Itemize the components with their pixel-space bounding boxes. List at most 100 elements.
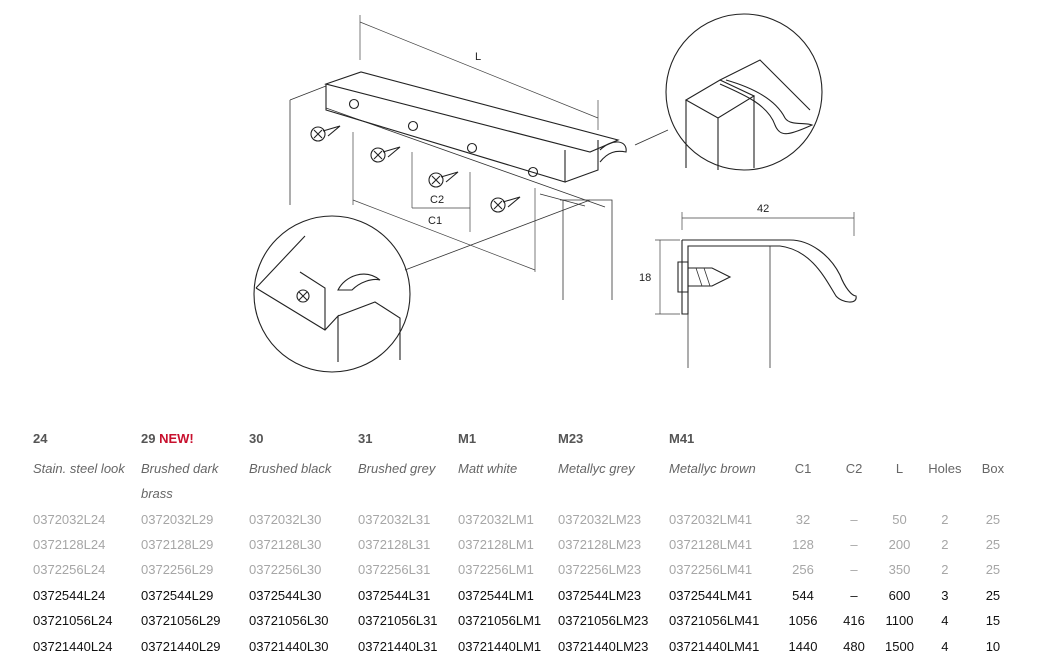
- article-code: 0372544L24: [33, 587, 106, 603]
- article-code: 0372544LM1: [458, 587, 534, 603]
- article-code: 0372256LM23: [558, 562, 642, 578]
- article-code: 0372032LM1: [458, 511, 534, 527]
- detail-view-left: [253, 199, 591, 373]
- section-view: 42 18: [639, 203, 857, 368]
- column-header-c1: C1: [794, 461, 812, 477]
- article-code: 03721056L31: [358, 613, 438, 629]
- cell-holes: 4: [941, 613, 949, 629]
- label-L: L: [475, 51, 481, 63]
- article-code: 0372256LM41: [669, 562, 753, 578]
- article-code: 0372032L24: [33, 511, 106, 527]
- article-code: 0372256LM1: [458, 562, 534, 578]
- article-code: 03721440L29: [141, 638, 221, 654]
- article-code: 0372544L30: [249, 587, 322, 603]
- mounting-hole: [527, 166, 539, 178]
- finish-name: Brushed black: [249, 461, 332, 477]
- column-header-c2: C2: [845, 461, 863, 477]
- finish-name: Brushed dark brass: [141, 461, 219, 502]
- finish-number-new: 29 NEW!: [141, 431, 194, 447]
- dimension-C1-C2: C2 C1: [352, 132, 536, 272]
- article-code: 03721440L31: [358, 638, 438, 654]
- table-row: 03721440L24 03721440L29 03721440L30 0372144…: [26, 633, 1017, 658]
- finish-number: 31: [358, 431, 373, 447]
- cell-c2: 416: [843, 613, 865, 629]
- article-code: 0372128L31: [358, 536, 431, 552]
- article-code: 0372544LM23: [558, 587, 642, 603]
- cell-box: 10: [985, 638, 1001, 654]
- article-code: 0372256L30: [249, 562, 322, 578]
- cell-c2: –: [850, 511, 858, 527]
- label-height: 18: [639, 272, 651, 284]
- screw-icon: [310, 125, 341, 142]
- cell-c1: 32: [795, 511, 811, 527]
- finish-name-row: Stain. steel look Brushed dark brass Bru…: [26, 451, 1017, 506]
- article-code: 0372256L24: [33, 562, 106, 578]
- article-code: 03721440LM1: [458, 638, 542, 654]
- finish-number: 24: [33, 431, 48, 447]
- cell-holes: 3: [941, 587, 949, 603]
- article-code: 03721440L30: [249, 638, 329, 654]
- column-header-holes: Holes: [928, 461, 962, 477]
- cell-l: 50: [892, 511, 907, 527]
- cell-c1: 1440: [788, 638, 818, 654]
- article-code: 03721440LM41: [669, 638, 760, 654]
- article-code: 03721056LM23: [558, 613, 649, 629]
- cell-l: 1100: [885, 613, 914, 629]
- technical-drawing: L C2 C1: [253, 13, 857, 373]
- cell-holes: 4: [941, 638, 949, 654]
- article-code: 0372128LM41: [669, 536, 753, 552]
- article-code: 0372128L29: [141, 536, 214, 552]
- screw-icon: [428, 171, 459, 188]
- cell-l: 200: [888, 536, 911, 552]
- finish-name: Brushed grey: [358, 461, 436, 477]
- article-code: 0372256L29: [141, 562, 214, 578]
- mounting-hole: [407, 120, 419, 132]
- cell-c1: 256: [792, 562, 814, 578]
- article-code: 0372256L31: [358, 562, 431, 578]
- article-code: 0372032L31: [358, 511, 431, 527]
- finish-name: Matt white: [458, 461, 518, 477]
- label-C2: C2: [430, 194, 444, 206]
- cell-box: 25: [985, 587, 1001, 603]
- cell-c2: 480: [843, 638, 865, 654]
- finish-number: M1: [458, 431, 477, 447]
- article-code: 0372544LM41: [669, 587, 753, 603]
- finish-number: M41: [669, 431, 695, 447]
- article-code: 0372128LM1: [458, 536, 534, 552]
- table-row: 0372256L24 0372256L29 0372256L30 0372256L31…: [26, 557, 1017, 582]
- cell-c2: –: [850, 562, 858, 578]
- label-C1: C1: [428, 215, 442, 227]
- mounting-hole: [466, 142, 478, 154]
- column-header-l: L: [895, 461, 904, 477]
- table-row: 0372544L24 0372544L29 0372544L30 0372544L31…: [26, 583, 1017, 608]
- cell-l: 1500: [885, 638, 914, 654]
- finish-number-row: 24 29 NEW! 30 31 M1 M23 M41: [26, 426, 1017, 451]
- article-code: 03721056LM1: [458, 613, 542, 629]
- article-code: 03721440L24: [33, 638, 113, 654]
- cell-box: 25: [985, 562, 1001, 578]
- product-spec-table: 24 29 NEW! 30 31 M1 M23 M41 Stain. steel…: [26, 426, 1017, 659]
- article-code: 0372128L24: [33, 536, 106, 552]
- cabinet-outline: [289, 85, 613, 300]
- finish-number: M23: [558, 431, 584, 447]
- article-code: 03721056L24: [33, 613, 113, 629]
- mounting-hole: [348, 98, 360, 110]
- column-header-box: Box: [981, 461, 1005, 477]
- article-code: 0372544L29: [141, 587, 214, 603]
- cell-l: 600: [888, 587, 911, 603]
- label-width: 42: [757, 203, 769, 215]
- article-code: 0372544L31: [358, 587, 431, 603]
- finish-name: Metallyc brown: [669, 461, 756, 477]
- cell-box: 25: [985, 511, 1001, 527]
- finish-name: Stain. steel look: [33, 461, 125, 477]
- detail-view-right: [634, 13, 823, 171]
- edge-pull-handle: [324, 71, 627, 183]
- cell-holes: 2: [941, 562, 949, 578]
- cell-c2: –: [850, 536, 858, 552]
- cell-box: 25: [985, 536, 1001, 552]
- cell-holes: 2: [941, 511, 949, 527]
- article-code: 03721056L29: [141, 613, 221, 629]
- cell-box: 15: [985, 613, 1001, 629]
